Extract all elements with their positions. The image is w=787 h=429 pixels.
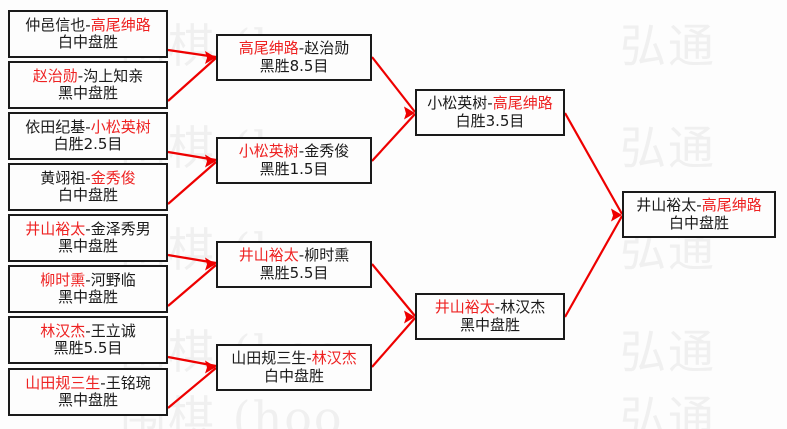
player-left: 井山裕太	[25, 219, 86, 238]
player-right: 高尾绅路	[492, 94, 553, 113]
vs-dash: -	[85, 168, 91, 187]
match-result: 黑中盘胜	[57, 237, 118, 255]
vs-dash: -	[100, 373, 106, 392]
vs-dash: -	[696, 196, 702, 215]
match-result: 黑中盘胜	[57, 391, 118, 409]
player-left: 井山裕太	[238, 246, 299, 265]
match-result: 白中盘胜	[668, 213, 729, 232]
match-box-r1-m4[interactable]: 黄翊祖-金秀俊 白中盘胜	[8, 163, 168, 211]
match-result: 黑胜5.5目	[53, 339, 123, 357]
player-left: 山田规三生	[25, 373, 101, 392]
player-right: 高尾绅路	[701, 196, 762, 215]
player-right: 王铭琬	[105, 373, 151, 392]
player-right: 王立诚	[90, 321, 136, 340]
match-box-r1-m6[interactable]: 柳时熏-河野临 黑中盘胜	[8, 265, 168, 313]
watermark-brand: 弘通	[620, 19, 716, 73]
player-left: 小松英树	[238, 142, 299, 161]
vs-dash: -	[85, 117, 91, 136]
player-right: 河野临	[90, 270, 136, 289]
player-left: 柳时熏	[40, 270, 86, 289]
match-box-r3-m2[interactable]: 井山裕太-林汉杰 黑中盘胜	[415, 293, 565, 340]
match-box-r1-m2[interactable]: 赵治勋-沟上知亲 黑中盘胜	[8, 61, 168, 109]
match-players: 仲邑信也-高尾绅路	[25, 15, 151, 34]
vs-dash: -	[487, 94, 493, 113]
match-result: 白中盘胜	[57, 186, 118, 204]
vs-dash: -	[77, 66, 84, 85]
match-result: 黑胜5.5目	[259, 263, 329, 282]
player-right: 金秀俊	[90, 168, 136, 187]
match-result: 白胜2.5目	[53, 135, 123, 153]
player-left: 赵治勋	[32, 66, 78, 85]
vs-dash: -	[85, 270, 91, 289]
match-players: 赵治勋-沟上知亲	[32, 66, 144, 85]
player-left: 林汉杰	[40, 321, 86, 340]
match-result: 白胜3.5目	[455, 111, 525, 130]
match-players: 小松英树-金秀俊	[238, 142, 350, 161]
match-result: 黑中盘胜	[459, 315, 520, 334]
match-box-r1-m3[interactable]: 依田纪基-小松英树 白胜2.5目	[8, 112, 168, 160]
player-left: 依田纪基	[25, 117, 86, 136]
player-right: 林汉杰	[500, 298, 546, 317]
player-left: 井山裕太	[636, 196, 697, 215]
vs-dash: -	[298, 142, 305, 161]
match-players: 山田规三生-林汉杰	[231, 349, 357, 368]
player-right: 赵治勋	[304, 39, 350, 58]
match-box-r1-m7[interactable]: 林汉杰-王立诚 黑胜5.5目	[8, 316, 168, 364]
match-players: 林汉杰-王立诚	[40, 321, 136, 340]
player-left: 黄翊祖	[40, 168, 86, 187]
match-result: 黑胜8.5目	[259, 56, 329, 75]
player-right: 柳时熏	[304, 246, 350, 265]
match-box-r2-m3[interactable]: 井山裕太-柳时熏 黑胜5.5目	[216, 241, 372, 288]
match-players: 井山裕太-柳时熏	[238, 246, 350, 265]
match-result: 黑中盘胜	[57, 288, 118, 306]
match-players: 井山裕太-金泽秀男	[25, 219, 151, 238]
player-right: 金泽秀男	[90, 219, 151, 238]
match-box-final[interactable]: 井山裕太-高尾绅路 白中盘胜	[622, 191, 776, 238]
player-right: 金秀俊	[304, 142, 350, 161]
vs-dash: -	[298, 39, 305, 58]
match-players: 井山裕太-林汉杰	[434, 298, 546, 317]
player-left: 高尾绅路	[238, 39, 299, 58]
match-box-r2-m1[interactable]: 高尾绅路-赵治勋 黑胜8.5目	[216, 34, 372, 81]
player-left: 山田规三生	[231, 349, 307, 368]
match-result: 黑胜1.5目	[259, 159, 329, 178]
match-players: 依田纪基-小松英树	[25, 117, 151, 136]
watermark-brand: 弘通	[620, 391, 716, 429]
vs-dash: -	[85, 15, 91, 34]
match-box-r1-m8[interactable]: 山田规三生-王铭琬 黑中盘胜	[8, 368, 168, 416]
match-box-r1-m1[interactable]: 仲邑信也-高尾绅路 白中盘胜	[8, 10, 168, 58]
match-result: 黑中盘胜	[57, 84, 118, 102]
player-right: 林汉杰	[311, 349, 357, 368]
match-players: 井山裕太-高尾绅路	[636, 196, 762, 215]
vs-dash: -	[298, 246, 305, 265]
vs-dash: -	[306, 349, 312, 368]
match-result: 白中盘胜	[263, 366, 324, 385]
vs-dash: -	[85, 321, 91, 340]
vs-dash: -	[494, 298, 501, 317]
player-right: 沟上知亲	[83, 66, 144, 85]
player-right: 高尾绅路	[90, 15, 151, 34]
watermark-brand: 弘通	[620, 121, 716, 175]
match-players: 山田规三生-王铭琬	[25, 373, 151, 392]
player-left: 井山裕太	[434, 298, 495, 317]
match-box-r1-m5[interactable]: 井山裕太-金泽秀男 黑中盘胜	[8, 214, 168, 262]
match-players: 柳时熏-河野临	[40, 270, 136, 289]
match-box-r2-m4[interactable]: 山田规三生-林汉杰 白中盘胜	[216, 344, 372, 391]
match-box-r3-m1[interactable]: 小松英树-高尾绅路 白胜3.5目	[415, 89, 565, 136]
player-left: 小松英树	[427, 94, 488, 113]
match-result: 白中盘胜	[57, 33, 118, 51]
match-players: 高尾绅路-赵治勋	[238, 39, 350, 58]
match-players: 小松英树-高尾绅路	[427, 94, 553, 113]
match-players: 黄翊祖-金秀俊	[40, 168, 136, 187]
player-right: 小松英树	[90, 117, 151, 136]
match-box-r2-m2[interactable]: 小松英树-金秀俊 黑胜1.5目	[216, 137, 372, 184]
player-left: 仲邑信也	[25, 15, 86, 34]
vs-dash: -	[85, 219, 91, 238]
watermark-brand: 弘通	[620, 325, 716, 379]
